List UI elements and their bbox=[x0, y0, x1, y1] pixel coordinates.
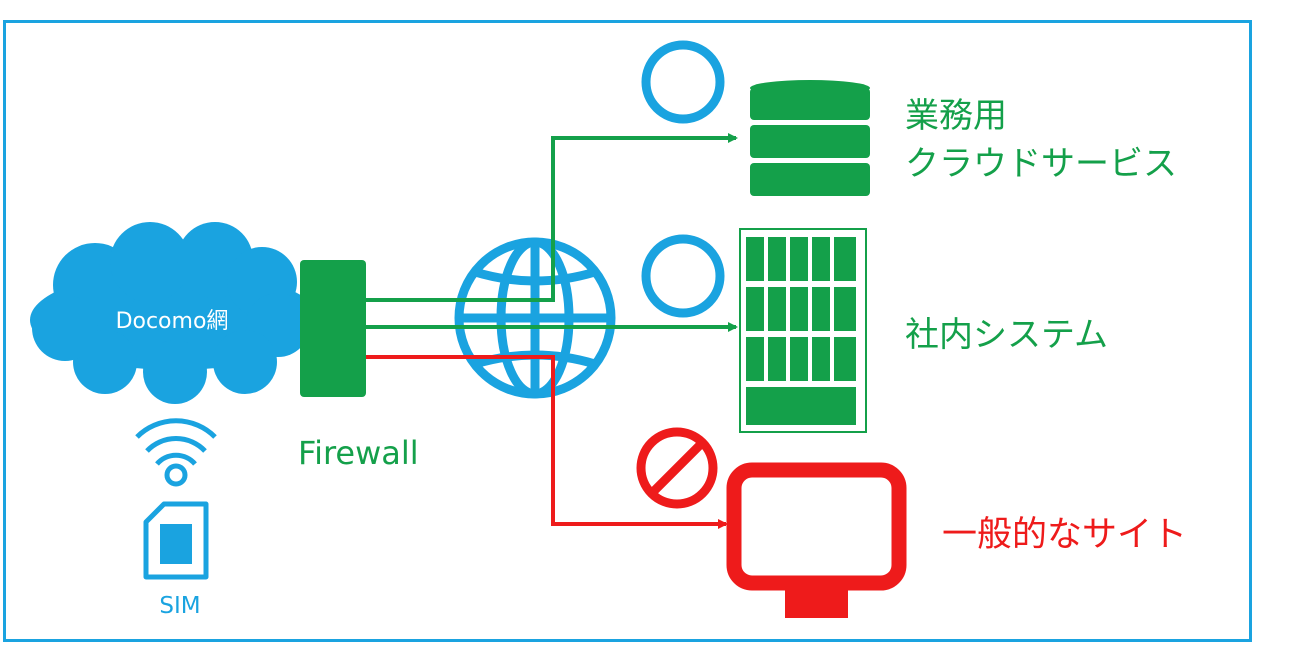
cloud-service-label-line1: 業務用 bbox=[905, 96, 1007, 136]
prohibited-icon bbox=[636, 427, 718, 509]
sim-card-icon bbox=[143, 501, 209, 580]
database-icon bbox=[750, 80, 870, 196]
allowed-routes bbox=[366, 133, 738, 332]
cloud-service-label: 業務用 クラウドサービス bbox=[905, 92, 1177, 188]
firewall-icon bbox=[300, 260, 366, 397]
sim-label: SIM bbox=[159, 593, 201, 619]
circle-allowed-icon bbox=[641, 234, 725, 318]
diagram-frame bbox=[3, 20, 1252, 642]
cloud-icon bbox=[30, 222, 320, 404]
network-label: Docomo網 bbox=[115, 309, 229, 334]
circle-allowed-icon bbox=[641, 40, 725, 124]
building-icon bbox=[739, 228, 867, 433]
wifi-signal-icon bbox=[135, 418, 217, 487]
monitor-icon bbox=[726, 462, 907, 618]
general-sites-label: 一般的なサイト bbox=[942, 515, 1188, 555]
firewall-label: Firewall bbox=[298, 434, 419, 472]
globe-icon bbox=[454, 237, 616, 399]
internal-system-label: 社内システム bbox=[905, 315, 1108, 355]
cloud-service-label-line2: クラウドサービス bbox=[905, 144, 1177, 184]
blocked-route bbox=[366, 355, 728, 529]
